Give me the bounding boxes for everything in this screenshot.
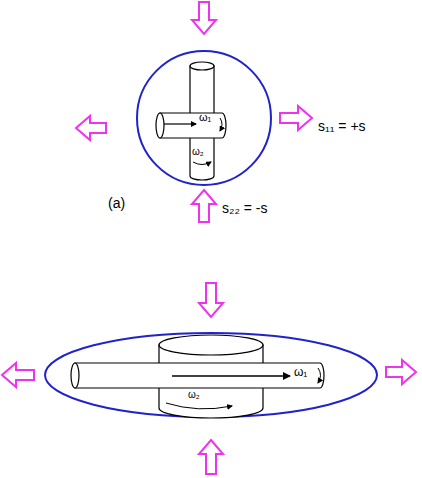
- cylinders-a: [156, 62, 226, 180]
- spin-arrow: [318, 368, 321, 383]
- spin-arrow: [220, 118, 222, 131]
- rotation-label: ω₁: [294, 366, 307, 379]
- stress-label: s₂₂ = -s: [222, 201, 268, 216]
- panel-label: (a): [108, 196, 125, 211]
- sphere-outline: [137, 51, 271, 185]
- spin-arrow: [166, 403, 232, 409]
- ellipsoid-outline: [45, 333, 377, 417]
- spin-arrow: [193, 162, 211, 165]
- cylinders-b: [71, 335, 324, 418]
- stress-label: s₁₁ = +s: [318, 119, 366, 134]
- spin-arrow: [164, 123, 196, 124]
- rotation-label: ω₂: [188, 389, 200, 400]
- spin-arrow: [172, 375, 290, 376]
- rotation-label: ω₁: [199, 111, 211, 123]
- stress-arrows: [2, 2, 416, 474]
- rotation-label: ω₂: [192, 146, 204, 157]
